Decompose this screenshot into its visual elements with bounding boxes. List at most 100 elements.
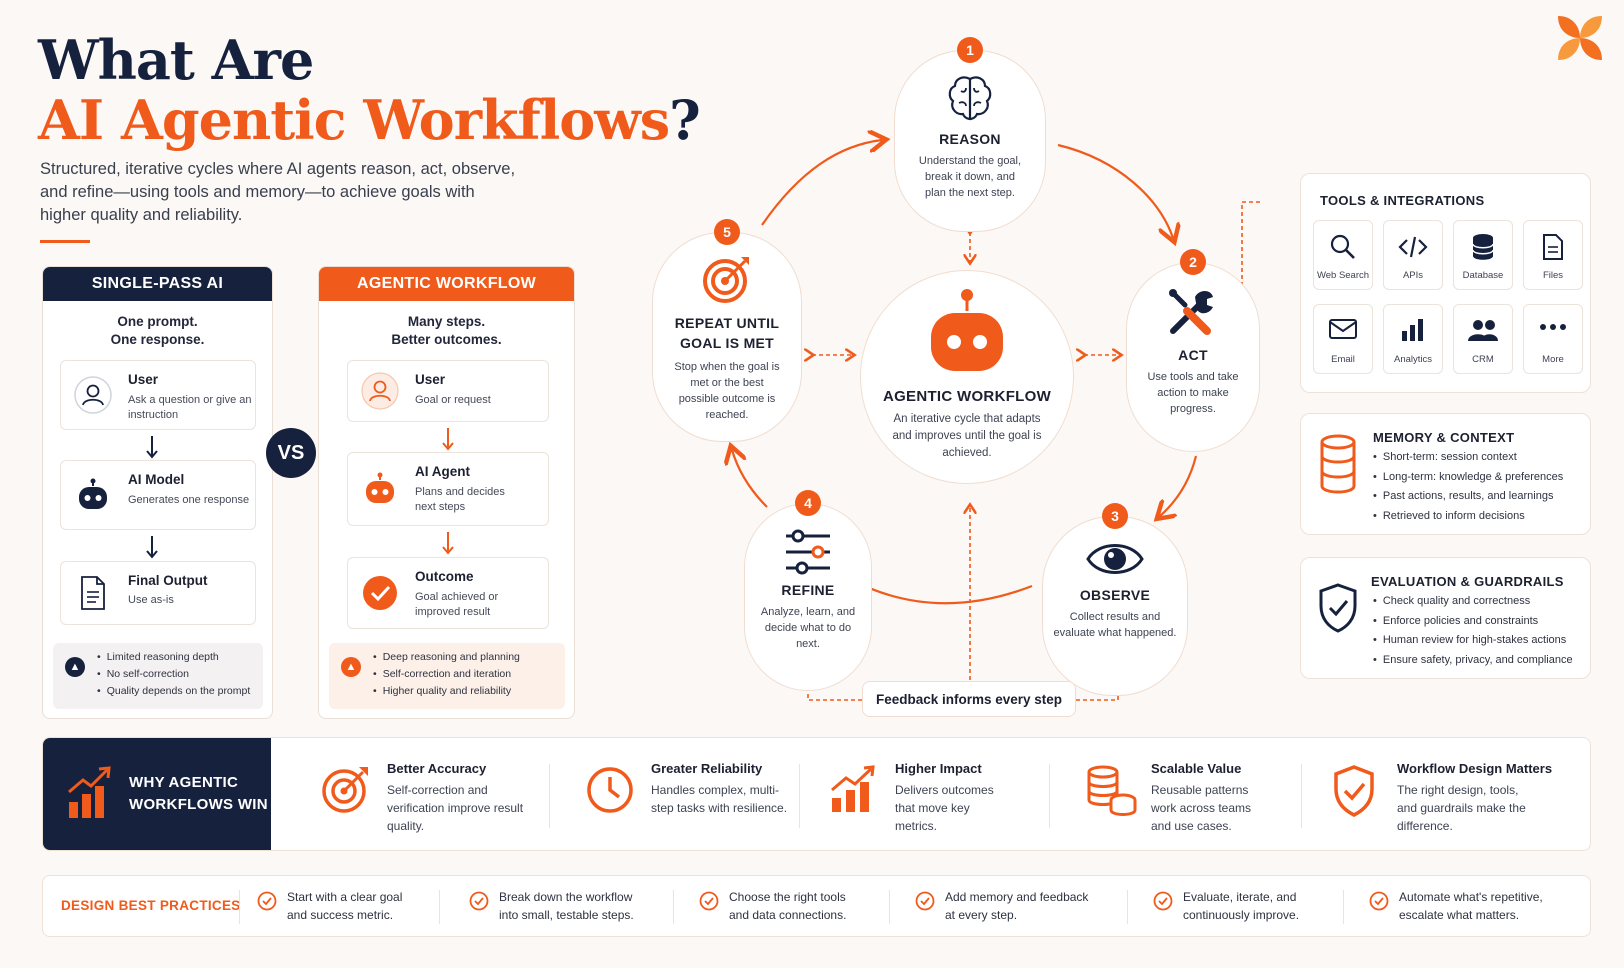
cycle-node-act: 2 ACT Use tools and take action to make … [1126,249,1260,452]
tools-integrations-panel: TOOLS & INTEGRATIONS Web Search APIs Dat… [1300,173,1591,393]
step-number-badge: 3 [1102,503,1128,529]
robot-icon [360,469,400,509]
title-divider [40,240,90,243]
note-item: Limited reasoning depth [97,649,253,666]
users-icon [1468,320,1498,341]
note-item: Deep reasoning and planning [373,649,555,666]
check-circle-icon [1369,891,1389,911]
divider [1343,890,1344,924]
step-desc: Ask a question or give an instruction [128,394,252,421]
list-item: Past actions, results, and learnings [1373,487,1563,507]
single-pass-tagline-1: One prompt. [117,314,198,329]
target-icon [703,257,749,303]
practice-line2: and success metric. [287,908,394,922]
list-item: Retrieved to inform decisions [1373,507,1563,527]
feedback-label: Feedback informs every step [862,681,1076,717]
document-icon [73,573,113,613]
mail-icon [1329,319,1357,339]
clock-icon [587,767,633,813]
database-icon [1472,234,1494,260]
vs-badge: VS [266,428,316,478]
practice-line2: and data connections. [729,908,847,922]
tool-more: More [1523,304,1583,374]
step-desc: Goal or request [415,394,491,406]
why-title-line2: WORKFLOWS WIN [129,796,268,813]
cycle-node-refine: 4 REFINE Analyze, learn, and decide what… [744,490,872,691]
agentic-tagline: Many steps.Better outcomes. [319,313,574,349]
arrow-down-icon [146,536,158,559]
user-icon [73,375,113,415]
tool-apis: APIs [1383,220,1443,290]
panel-title: TOOLS & INTEGRATIONS [1320,193,1485,208]
step-title: Final Output [128,573,208,588]
tool-label: Database [1462,270,1504,281]
step-number-badge: 4 [795,490,821,516]
step-title: Outcome [415,569,474,584]
note-item: No self-correction [97,666,253,683]
node-desc: Use tools and take action to make progre… [1147,371,1239,415]
practice-line2: into small, testable steps. [499,908,634,922]
center-title: AGENTIC WORKFLOW [882,388,1052,405]
win-desc: Delivers outcomes that move key metrics. [895,783,994,833]
practice-line1: Add memory and feedback [945,890,1089,904]
arrow-down-icon [146,436,158,459]
single-pass-header: SINGLE-PASS AI [43,267,272,301]
node-title: REPEAT UNTIL GOAL IS MET [674,315,780,351]
win-title: Better Accuracy [387,761,487,776]
agentic-tagline-2: Better outcomes. [391,332,502,347]
practice-text: Break down the workflow into small, testa… [499,888,634,924]
tool-label: Analytics [1393,354,1432,365]
panel-title: EVALUATION & GUARDRAILS [1371,574,1564,589]
center-desc: An iterative cycle that adapts and impro… [892,413,1042,459]
page-title-accent: AI Agentic Workflows [38,88,670,152]
agentic-benefits: ▲ Deep reasoning and planning Self-corre… [329,643,565,709]
check-circle-icon [360,573,400,613]
node-desc: Analyze, learn, and decide what to do ne… [760,606,856,650]
cycle-center-agentic-workflow: AGENTIC WORKFLOW An iterative cycle that… [860,270,1074,484]
practice-line1: Automate what's repetitive, [1399,890,1543,904]
tool-label: More [1542,354,1564,365]
arrow-down-icon [442,532,454,555]
practice-line1: Break down the workflow [499,890,633,904]
practice-line1: Evaluate, iterate, and [1183,890,1297,904]
win-desc: Handles complex, multi-step tasks with r… [651,783,788,815]
memory-list: Short-term: session context Long-term: k… [1373,448,1563,526]
single-pass-limitations: ▲ Limited reasoning depth No self-correc… [53,643,263,709]
page-subtitle: Structured, iterative cycles where AI ag… [40,160,516,224]
sliders-icon [786,529,830,575]
agentic-step-user: User Goal or request [347,360,549,422]
list-item: Human review for high-stakes actions [1373,631,1573,651]
agentic-workflow-card: AGENTIC WORKFLOW Many steps.Better outco… [318,266,575,719]
practice-text: Evaluate, iterate, and continuously impro… [1183,888,1299,924]
step-desc: Use as-is [128,594,174,606]
practice-line2: continuously improve. [1183,908,1300,922]
node-desc: Understand the goal, break it down, and … [918,155,1022,199]
evaluation-guardrails-panel: EVALUATION & GUARDRAILS Check quality an… [1300,557,1591,679]
single-pass-step-final-output: Final Output Use as-is [60,561,256,625]
single-pass-tagline-2: One response. [110,332,205,347]
design-best-practices: DESIGN BEST PRACTICES Start with a clear… [42,875,1591,937]
divider [549,764,550,828]
win-title: Higher Impact [895,761,982,776]
tool-web-search: Web Search [1313,220,1373,290]
agentic-step-outcome: Outcome Goal achieved or improved result [347,557,549,629]
tool-email: Email [1313,304,1373,374]
list-item: Enforce policies and constraints [1373,612,1573,632]
agentic-workflow-header: AGENTIC WORKFLOW [319,267,574,301]
cycle-node-observe: 3 OBSERVE Collect results and evaluate w… [1042,503,1188,696]
tool-files: Files [1523,220,1583,290]
practice-text: Add memory and feedback at every step. [945,888,1088,924]
database-icon [1320,434,1356,494]
win-desc: Self-correction and verification improve… [387,783,524,833]
single-pass-tagline: One prompt. One response. [43,313,272,349]
node-title: OBSERVE [1079,587,1151,603]
eye-icon [1086,544,1144,574]
win-desc: Reusable patterns work across teams and … [1151,783,1252,833]
cycle-node-reason: 1 REASON Understand the goal, break it d… [894,37,1046,232]
practice-line2: at every step. [945,908,1018,922]
warning-icon: ▲ [341,657,361,677]
divider [239,890,240,924]
tool-label: Web Search [1316,270,1370,281]
check-circle-icon [699,891,719,911]
